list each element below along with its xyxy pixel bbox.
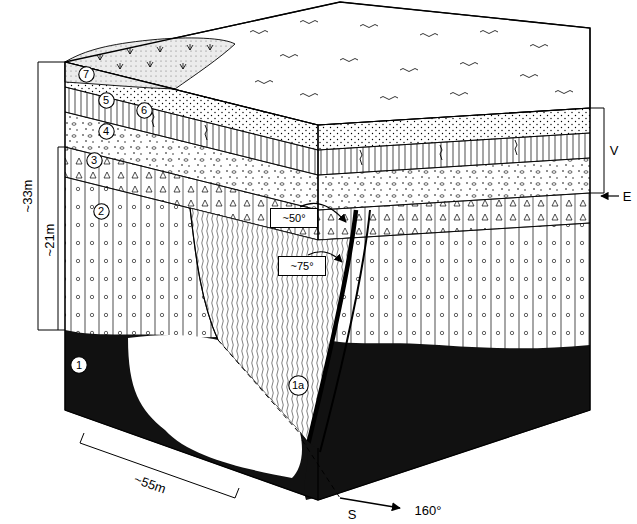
dimension-bracket xyxy=(590,108,604,193)
wave-mark xyxy=(400,69,418,72)
wave-mark xyxy=(360,25,378,28)
node-text: 5 xyxy=(103,95,109,106)
block-edge xyxy=(65,62,590,125)
callout-circle-outline xyxy=(136,102,151,117)
level-label: E xyxy=(623,190,632,203)
callout-circle-outline xyxy=(86,152,101,167)
grass-tuft xyxy=(117,63,123,69)
wave-mark xyxy=(380,97,398,100)
wave-mark xyxy=(300,94,318,97)
callout-number: 6 xyxy=(136,102,153,119)
node-text: 6 xyxy=(141,105,147,116)
bearing-label: 160° xyxy=(415,504,442,517)
wave-mark xyxy=(555,91,573,94)
angle-box: ~50° xyxy=(270,208,318,228)
crack-mark xyxy=(360,150,362,165)
dashed-trace xyxy=(302,440,340,498)
fault-line xyxy=(320,210,370,452)
wave-mark xyxy=(250,31,268,34)
fault-vein xyxy=(304,438,318,500)
node-text: 7 xyxy=(83,69,89,80)
callout-number: 7 xyxy=(78,66,95,83)
wave-mark xyxy=(530,45,548,48)
callout-number: 1a xyxy=(288,375,309,396)
node-text: 4 xyxy=(103,126,109,137)
cave xyxy=(128,335,302,478)
grass-tuft xyxy=(180,63,186,69)
callout-number: 5 xyxy=(98,92,115,109)
callout-circle-outline xyxy=(78,66,93,81)
level-arrow xyxy=(601,195,619,196)
wave-mark xyxy=(300,21,318,24)
dimension-label: ~33m xyxy=(21,180,34,213)
dimension-bracket xyxy=(80,433,239,498)
callout-circle-outline xyxy=(98,123,113,138)
callout-number: 4 xyxy=(98,123,115,140)
layer-two xyxy=(318,223,590,500)
grass-tuft xyxy=(157,46,163,52)
node-text: ~50° xyxy=(282,213,305,224)
dimension-bracket xyxy=(58,147,65,330)
node-text: ~75° xyxy=(290,261,313,272)
soil-texture xyxy=(65,38,235,89)
wave-mark xyxy=(255,81,273,84)
node-text: 1a xyxy=(292,380,304,391)
bedrock xyxy=(318,338,590,500)
callout-circle-outline xyxy=(71,357,87,373)
fault-line xyxy=(308,210,356,445)
wave-mark xyxy=(420,34,438,37)
direction-label: S xyxy=(348,508,357,521)
grass-tuft xyxy=(207,44,213,50)
wave-mark xyxy=(450,93,468,96)
water-marks xyxy=(250,21,573,100)
dimension-bracket xyxy=(38,62,65,330)
interval-label: V xyxy=(610,144,619,157)
cracks xyxy=(152,112,517,165)
node-text: 2 xyxy=(98,206,104,217)
crack-mark xyxy=(440,145,442,160)
angle-box: ~75° xyxy=(278,256,326,276)
crack-mark xyxy=(515,140,517,155)
crack-mark xyxy=(205,125,207,140)
soil-patch xyxy=(65,38,235,89)
node-text: 1 xyxy=(76,360,82,371)
callout-circle-outline xyxy=(98,92,113,107)
block-edge xyxy=(317,125,318,500)
block-outline xyxy=(65,2,590,500)
wave-mark xyxy=(520,75,538,78)
grass-tufts xyxy=(97,44,213,69)
callout-number: 1 xyxy=(70,356,88,374)
callout-circle-outline xyxy=(93,203,108,218)
callout-circle-outline xyxy=(288,375,307,394)
wave-mark xyxy=(340,59,358,62)
node-text: 3 xyxy=(91,155,97,166)
direction-arrow xyxy=(340,498,400,508)
dimension-label: ~55m xyxy=(132,472,167,495)
wave-mark xyxy=(460,63,478,66)
grass-tuft xyxy=(147,61,153,67)
callout-number: 3 xyxy=(86,152,103,169)
grass-tuft xyxy=(187,44,193,50)
wave-mark xyxy=(480,31,498,34)
wave-mark xyxy=(280,55,298,58)
crack-mark xyxy=(152,112,154,127)
cut-wall xyxy=(190,208,218,340)
dimension-label: ~21m xyxy=(43,224,56,257)
callout-number: 2 xyxy=(93,203,110,220)
